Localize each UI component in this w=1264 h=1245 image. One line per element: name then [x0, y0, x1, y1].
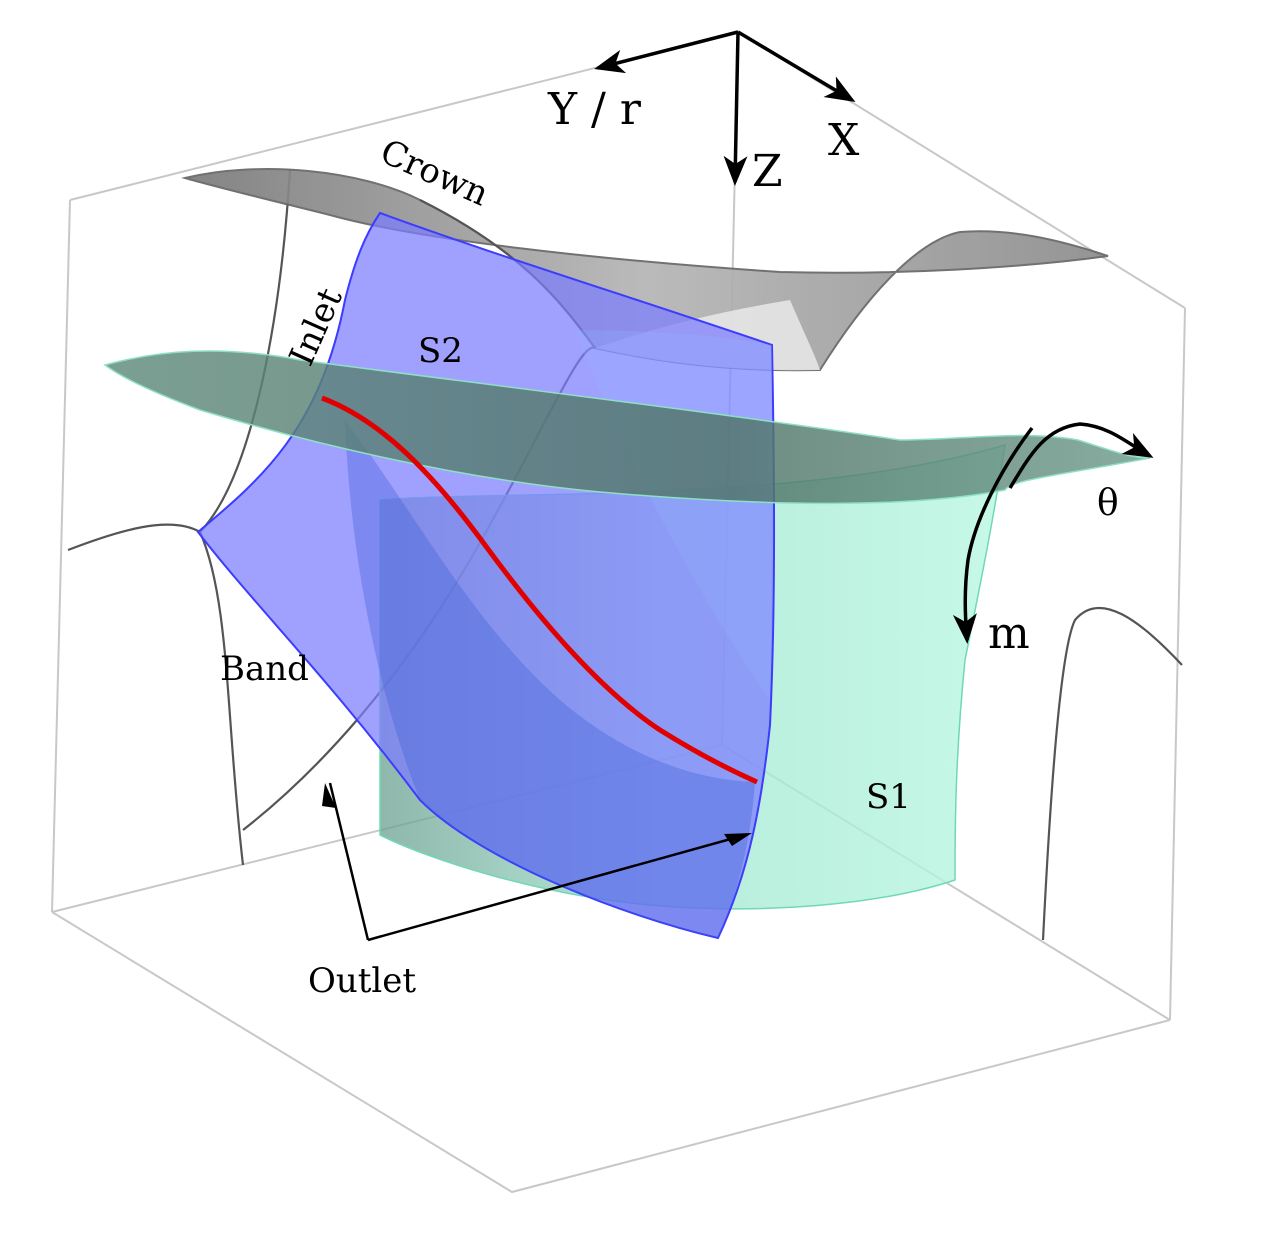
band-label: Band [220, 649, 309, 689]
theta-label: θ [1097, 483, 1119, 524]
shroud-surface [103, 350, 1151, 505]
m-label: m [988, 608, 1030, 659]
m-arrow [952, 426, 1034, 644]
axis-y-label: Y / r [547, 84, 642, 135]
s1-label: S1 [866, 777, 911, 817]
outlet-label: Outlet [308, 961, 416, 1001]
s2-surface [196, 211, 776, 940]
outlet-leader-arrows [322, 782, 752, 942]
coordinate-axes [594, 30, 856, 186]
axis-z-label: Z [752, 146, 783, 197]
streamline-curve [321, 395, 759, 785]
theta-arrow [1008, 422, 1154, 489]
axis-x-label: X [828, 115, 860, 166]
s2-label: S2 [418, 331, 463, 371]
